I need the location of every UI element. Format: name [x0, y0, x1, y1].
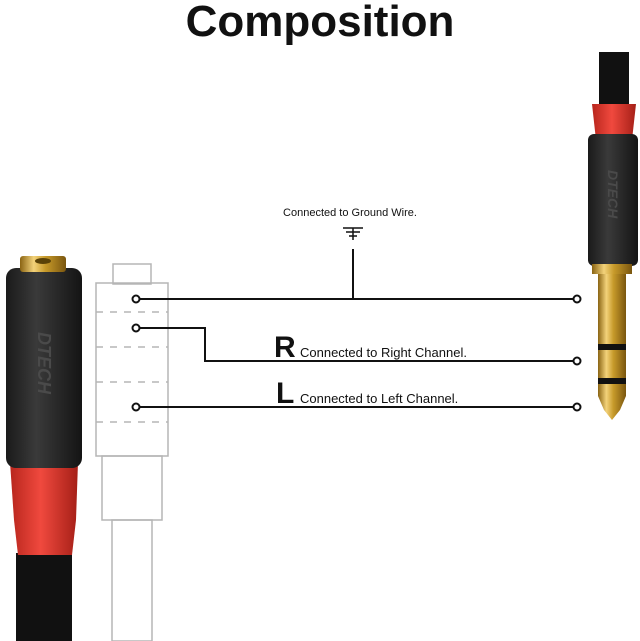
- left-channel-letter: L: [276, 377, 294, 410]
- right-channel-label: Connected to Right Channel.: [300, 345, 467, 360]
- ground-label: Connected to Ground Wire.: [283, 207, 417, 219]
- female-cable: [16, 553, 72, 641]
- socket-hole: [35, 258, 51, 264]
- male-red-strain-relief: [592, 104, 636, 140]
- jack-ground-terminal: [131, 294, 141, 304]
- plug-insulator: [598, 378, 626, 384]
- plug-ground-terminal: [572, 294, 582, 304]
- plug-tip: [598, 384, 626, 420]
- left-channel-label: Connected to Left Channel.: [300, 391, 458, 406]
- schematic-strain-relief: [101, 455, 163, 521]
- female-brand-text: DTECH: [34, 332, 54, 395]
- male-brand-logo: DTECH: [605, 170, 621, 219]
- plug-left-terminal: [572, 402, 582, 412]
- female-red-strain-relief: [10, 462, 78, 555]
- right-channel-letter: R: [274, 331, 296, 364]
- schematic-cable: [111, 519, 153, 641]
- ground-symbol-icon: [343, 227, 363, 240]
- schematic-body: [95, 282, 169, 457]
- male-brand-text: DTECH: [605, 170, 621, 219]
- plug-insulator: [598, 344, 626, 350]
- male-black-body: [588, 134, 638, 266]
- female-black-body: [6, 268, 82, 468]
- plug-ring: [598, 350, 626, 378]
- jack-right-terminal: [131, 323, 141, 333]
- page-title: Composition: [185, 0, 455, 46]
- plug-sleeve: [598, 274, 626, 344]
- plug-right-terminal: [572, 356, 582, 366]
- female-brand-logo: DTECH: [34, 332, 54, 395]
- jack-schematic-outline: [95, 263, 169, 641]
- female-jack-connector: DTECH: [6, 256, 82, 641]
- male-plug-connector: DTECH: [588, 52, 638, 420]
- wiring-lines: [139, 249, 574, 408]
- male-cable: [599, 52, 629, 108]
- terminal-points: [131, 294, 582, 412]
- right-channel-wire: [139, 327, 574, 362]
- jack-left-terminal: [131, 402, 141, 412]
- plug-collar: [592, 264, 632, 274]
- schematic-tip: [112, 263, 152, 285]
